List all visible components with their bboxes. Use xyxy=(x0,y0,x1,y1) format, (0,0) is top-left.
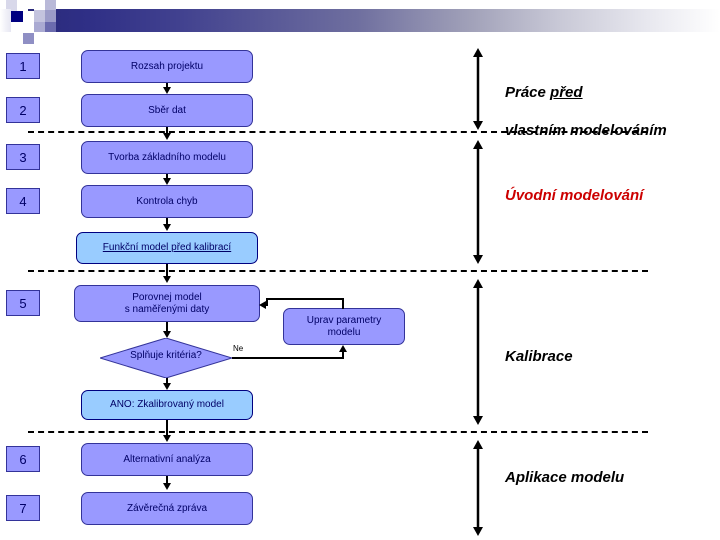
node-label: Alternativní analýza xyxy=(123,453,211,465)
node-compare-with-measured[interactable]: Porovnej model s naměřenými daty xyxy=(74,285,260,322)
arrowhead-down xyxy=(163,224,171,231)
node-base-model[interactable]: Tvorba základního modelu xyxy=(81,141,253,174)
tile-white-b xyxy=(23,22,34,33)
step-badge-7: 7 xyxy=(6,495,40,521)
phase-range-arrow-pre-modelling xyxy=(471,48,485,130)
step-badge-4: 4 xyxy=(6,188,40,214)
connector-into-compare xyxy=(266,298,268,306)
caption-line-1: Práce xyxy=(505,84,551,101)
tile-pale-b xyxy=(17,0,28,11)
gradient-band xyxy=(28,9,720,32)
badge-label: 5 xyxy=(19,295,27,311)
arrowhead-up xyxy=(339,345,347,352)
connector-no-branch xyxy=(232,357,344,359)
phase-range-arrow-calibration xyxy=(471,279,485,425)
badge-label: 2 xyxy=(19,102,27,118)
header-decoration xyxy=(0,0,720,44)
node-label: Sběr dat xyxy=(148,104,186,116)
tile-white-a xyxy=(23,11,34,22)
connector-errorcheck-to-precalib xyxy=(166,218,168,226)
connector-adjust-up xyxy=(342,298,344,309)
phase-caption-initial-modelling: Úvodní modelování xyxy=(505,187,644,204)
badge-label: 7 xyxy=(19,500,27,516)
connector-decision-to-calibrated xyxy=(166,378,168,385)
tile-mid-b xyxy=(34,22,45,33)
connector-calibrated-to-alternative xyxy=(166,420,168,436)
caption-underlined-word: před xyxy=(550,84,583,101)
arrowhead-left xyxy=(259,301,266,309)
tile-white-c xyxy=(0,32,23,44)
arrowhead-down xyxy=(163,133,171,140)
arrowhead-down xyxy=(163,276,171,283)
tile-pale-c xyxy=(34,0,45,10)
step-badge-1: 1 xyxy=(6,53,40,79)
badge-label: 6 xyxy=(19,451,27,467)
node-decision-criteria[interactable] xyxy=(100,338,232,378)
tile-white-d xyxy=(34,32,56,44)
phase-separator-2 xyxy=(28,270,648,272)
connector-alternative-to-report xyxy=(166,476,168,484)
edge-label-no: Ne xyxy=(233,344,244,353)
node-data-collection[interactable]: Sběr dat xyxy=(81,94,253,127)
node-final-report[interactable]: Závěrečná zpráva xyxy=(81,492,253,525)
phase-separator-1 xyxy=(28,131,648,133)
arrowhead-down xyxy=(163,331,171,338)
node-adjust-parameters[interactable]: Uprav parametry modelu xyxy=(283,308,405,345)
phase-range-arrow-initial-modelling xyxy=(471,140,485,264)
arrowhead-down xyxy=(163,178,171,185)
arrowhead-down xyxy=(163,383,171,390)
connector-compare-to-decision xyxy=(166,322,168,332)
phase-separator-3 xyxy=(28,431,648,433)
node-label: Uprav parametry modelu xyxy=(306,314,382,338)
badge-label: 4 xyxy=(19,193,27,209)
tile-mid-top xyxy=(45,0,56,10)
connector-adjust-to-compare xyxy=(266,298,344,300)
node-label: Rozsah projektu xyxy=(130,60,204,72)
node-precalibration-model[interactable]: Funkční model před kalibrací xyxy=(76,232,258,264)
node-label: ANO: Zkalibrovaný model xyxy=(110,399,224,410)
arrowhead-down xyxy=(163,435,171,442)
connector-no-branch-up xyxy=(342,350,344,359)
connector-base-to-errorcheck xyxy=(166,174,168,180)
badge-label: 1 xyxy=(19,58,27,74)
node-scope[interactable]: Rozsah projektu xyxy=(81,50,253,83)
node-error-check[interactable]: Kontrola chyb xyxy=(81,185,253,218)
node-label: Kontrola chyb xyxy=(136,195,198,207)
node-label: Závěrečná zpráva xyxy=(126,502,208,514)
node-label: Porovnej model s naměřenými daty xyxy=(124,291,210,315)
caption-line-2: vlastním modelováním xyxy=(505,122,667,139)
tile-mid-d xyxy=(23,33,34,44)
node-label: Funkční model před kalibrací xyxy=(102,242,232,253)
badge-label: 3 xyxy=(19,149,27,165)
phase-caption-calibration: Kalibrace xyxy=(505,348,573,365)
node-calibrated-model[interactable]: ANO: Zkalibrovaný model xyxy=(81,390,253,420)
step-badge-2: 2 xyxy=(6,97,40,123)
tile-mid-c xyxy=(45,22,56,32)
step-badge-6: 6 xyxy=(6,446,40,472)
tile-navy xyxy=(11,11,23,22)
node-label: Tvorba základního modelu xyxy=(108,151,226,163)
tile-pale-d xyxy=(34,10,45,22)
tile-fade-l xyxy=(0,9,11,32)
arrowhead-down xyxy=(163,87,171,94)
phase-caption-pre-modelling: Práce před vlastním modelováním xyxy=(505,64,667,140)
node-alternative-analysis[interactable]: Alternativní analýza xyxy=(81,443,253,476)
tile-mid-a xyxy=(45,10,56,22)
decision-label: Splňuje kritéria? xyxy=(130,350,202,361)
connector-scope-to-data xyxy=(166,83,168,89)
phase-caption-model-application: Aplikace modelu xyxy=(505,469,625,486)
tile-pale-a xyxy=(6,0,17,11)
step-badge-5: 5 xyxy=(6,290,40,316)
step-badge-3: 3 xyxy=(6,144,40,170)
phase-range-arrow-model-application xyxy=(471,440,485,536)
arrowhead-down xyxy=(163,483,171,490)
